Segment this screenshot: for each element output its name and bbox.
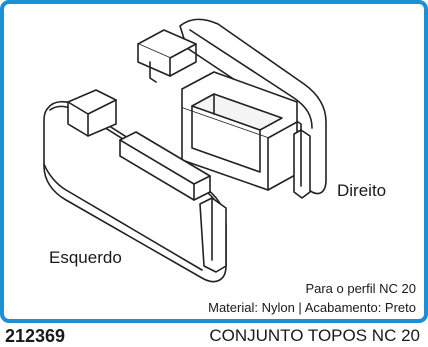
product-sheet: Direito Esquerdo Para o perfil NC 20 Mat…: [0, 0, 428, 323]
material-note: Material: Nylon | Acabamento: Preto: [208, 300, 416, 315]
right-end-cap: [137, 18, 327, 199]
left-piece-label: Esquerdo: [49, 248, 122, 267]
product-title: CONJUNTO TOPOS NC 20: [209, 326, 420, 345]
profile-note: Para o perfil NC 20: [305, 281, 416, 296]
product-code: 212369: [5, 326, 66, 346]
right-piece-label: Direito: [337, 181, 387, 200]
end-caps-drawing: [43, 18, 327, 283]
left-end-cap: [43, 89, 227, 283]
